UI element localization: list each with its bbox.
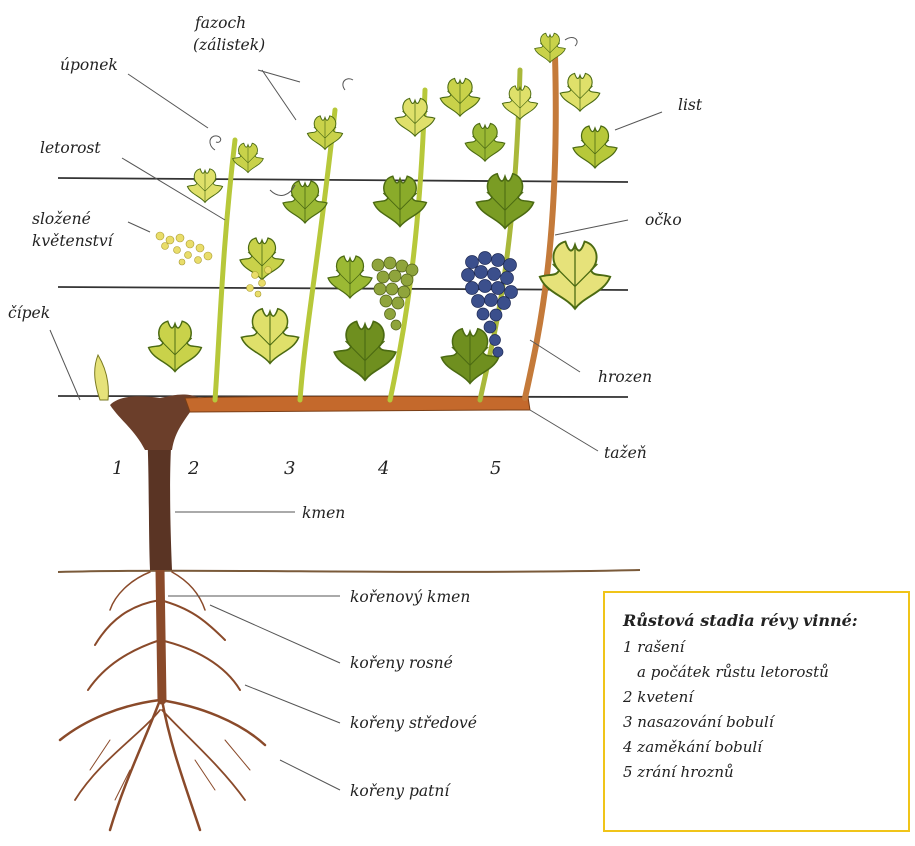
label-cipek: čípek bbox=[8, 304, 50, 322]
legend-item-2: 2 kvetení bbox=[623, 685, 898, 710]
label-korenovy-kmen: kořenový kmen bbox=[350, 588, 470, 606]
label-kmen: kmen bbox=[302, 504, 345, 522]
soil-line bbox=[58, 570, 640, 572]
legend-item-1-continued: a počátek růstu letorostů bbox=[623, 660, 898, 685]
growth-stages-legend: Růstová stadia révy vinné: 1 rašení a po… bbox=[603, 591, 910, 832]
legend-item-3: 3 nasazování bobulí bbox=[623, 710, 898, 735]
label-tazen: tažeň bbox=[604, 444, 647, 462]
label-hrozen: hrozen bbox=[598, 368, 652, 386]
label-list: list bbox=[678, 96, 703, 114]
stage1-bud bbox=[95, 355, 109, 400]
label-fazoch: fazoch bbox=[194, 14, 246, 32]
label-zalistek: (zálistek) bbox=[193, 36, 265, 54]
stage-number-1: 1 bbox=[112, 458, 123, 479]
label-ocko: očko bbox=[645, 211, 682, 229]
roots bbox=[60, 570, 265, 830]
legend-item-4: 4 zaměkání bobulí bbox=[623, 735, 898, 760]
label-koreny-patni: kořeny patní bbox=[350, 782, 451, 800]
label-uponek: úponek bbox=[60, 56, 118, 74]
stage-number-3: 3 bbox=[284, 458, 295, 479]
stage-number-5: 5 bbox=[490, 458, 501, 479]
trellis-wire-top bbox=[58, 178, 628, 182]
stage-number-2: 2 bbox=[187, 458, 199, 479]
label-kvetenstvi: květenství bbox=[32, 232, 115, 250]
stage-number-4: 4 bbox=[377, 458, 389, 479]
label-letorost: letorost bbox=[40, 139, 101, 157]
legend-item-1: 1 rašení bbox=[623, 635, 898, 660]
label-slozene: složené bbox=[32, 210, 91, 228]
legend-title: Růstová stadia révy vinné: bbox=[623, 611, 898, 630]
label-koreny-stredove: kořeny středové bbox=[350, 714, 477, 732]
legend-item-5: 5 zrání hroznů bbox=[623, 760, 898, 785]
label-koreny-rosne: kořeny rosné bbox=[350, 654, 453, 672]
